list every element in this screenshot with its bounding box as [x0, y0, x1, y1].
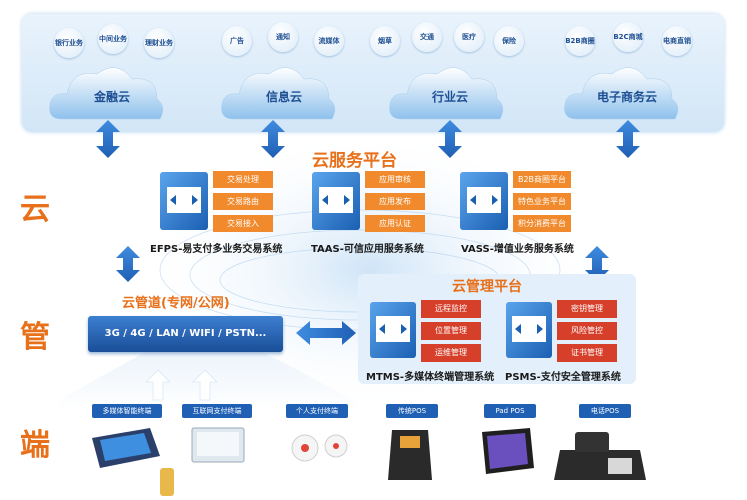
cloud-label-finance: 金融云: [93, 90, 130, 104]
tag-bubble: 通知: [268, 22, 298, 52]
function-label: 应用审核: [365, 171, 425, 188]
tag-bubble: 广告: [222, 26, 252, 56]
internet-payment-terminal-image: [160, 427, 245, 496]
function-label: 交易处理: [213, 171, 273, 188]
tag-bubble: 电商直销: [662, 26, 692, 56]
system-name-mtms: MTMS-多媒体终端管理系统: [366, 372, 495, 383]
pipe-title: 云管道(专网/公网): [122, 296, 230, 311]
device-label: 电话POS: [579, 404, 631, 418]
function-label: 积分消费平台: [513, 215, 571, 232]
device-label: Pad POS: [484, 404, 536, 418]
function-label: B2B商圈平台: [513, 171, 571, 188]
device-label: 多媒体智能终端: [92, 404, 162, 418]
layer-cloud: 云: [20, 192, 50, 227]
network-bar: 3G / 4G / LAN / WIFI / PSTN...: [88, 316, 283, 352]
cloud-shapes: [49, 67, 679, 120]
telephone-pos-image: [554, 432, 646, 480]
personal-payment-terminal-image: [291, 434, 348, 462]
function-label: 风险管控: [557, 322, 617, 340]
device-label: 个人支付终端: [286, 404, 348, 418]
function-label: 运维管理: [421, 344, 481, 362]
tag-bubble: 银行业务: [54, 28, 84, 58]
function-label: 特色业务平台: [513, 193, 571, 210]
tag-bubble: 烟草: [370, 26, 400, 56]
tag-bubble: 医疗: [454, 22, 484, 52]
tag-bubble: 理财业务: [144, 28, 174, 58]
tag-bubble: 中间业务: [98, 24, 128, 54]
tag-bubble: 交通: [412, 22, 442, 52]
system-name-psms: PSMS-支付安全管理系统: [505, 372, 621, 383]
tag-bubble: 流媒体: [314, 26, 344, 56]
system-name-vass: VASS-增值业务服务系统: [461, 244, 574, 255]
system-name-efps: EFPS-易支付多业务交易系统: [150, 244, 283, 255]
cloud-label-info: 信息云: [265, 90, 302, 104]
multimedia-terminal-image: [92, 428, 160, 468]
layer-terminal: 端: [20, 428, 50, 463]
function-label: 应用发布: [365, 193, 425, 210]
device-label: 互联网支付终端: [182, 404, 252, 418]
function-label: 交易接入: [213, 215, 273, 232]
layer-pipe: 管: [20, 320, 50, 355]
pad-pos-image: [482, 428, 534, 474]
function-label: 远程监控: [421, 300, 481, 318]
traditional-pos-image: [388, 430, 432, 480]
system-name-taas: TAAS-可信应用服务系统: [311, 244, 424, 255]
function-label: 位置管理: [421, 322, 481, 340]
management-platform-title: 云管理平台: [452, 279, 522, 295]
tag-bubble: 保险: [494, 26, 524, 56]
function-label: 应用认证: [365, 215, 425, 232]
function-label: 交易路由: [213, 193, 273, 210]
tag-bubble: B2C商城: [613, 22, 643, 52]
cloud-label-industry: 行业云: [431, 90, 468, 104]
service-platform-title: 云服务平台: [312, 151, 397, 171]
function-label: 证书管理: [557, 344, 617, 362]
function-label: 密钥管理: [557, 300, 617, 318]
cloud-label-ecommerce: 电子商务云: [596, 90, 657, 104]
tag-bubble: B2B商圈: [565, 26, 595, 56]
device-label: 传统POS: [386, 404, 438, 418]
